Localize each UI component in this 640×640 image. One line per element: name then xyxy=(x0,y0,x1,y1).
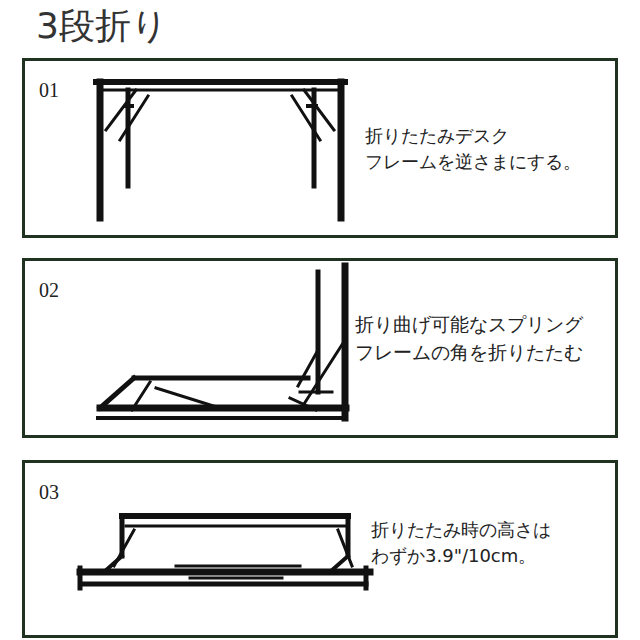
step-panel: 02 折り曲げ可能なスプリング フレームの角を折りたたむ xyxy=(22,258,618,438)
step-panel: 03 折りたたみ時の高さは わずか3.9"/10cm。 xyxy=(22,460,618,638)
desk-frame-upright xyxy=(96,82,345,218)
step-number: 01 xyxy=(39,79,59,102)
step-panel: 01 折りたたみデスク フレームを逆さまにする。 xyxy=(22,58,618,238)
step-description: 折りたたみデスク フレームを逆さまにする。 xyxy=(365,123,581,175)
desk-frame-half-folded xyxy=(98,266,346,418)
desk-frame-folded-flat xyxy=(80,516,370,588)
step-description: 折りたたみ時の高さは わずか3.9"/10cm。 xyxy=(371,517,551,569)
step-description: 折り曲げ可能なスプリング フレームの角を折りたたむ xyxy=(355,311,583,366)
step-number: 02 xyxy=(39,279,59,302)
page-title: 3段折り xyxy=(36,2,168,51)
step-number: 03 xyxy=(39,481,59,504)
